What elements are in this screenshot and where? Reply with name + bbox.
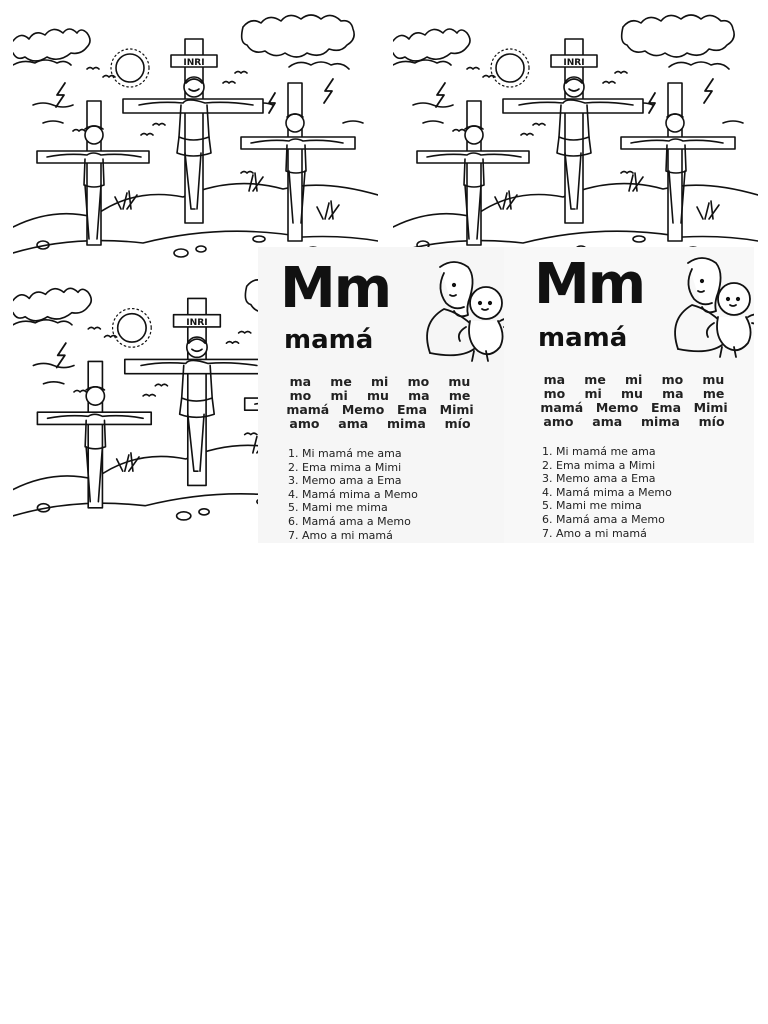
inri-sign: INRI: [563, 58, 584, 68]
big-letters: Mm: [534, 252, 646, 317]
sentence: 6. Mamá ama a Memo: [542, 512, 665, 526]
syllable-row: ma me mi mo mu: [280, 375, 480, 389]
syllable: ma: [408, 388, 430, 403]
word: Ema: [651, 400, 682, 415]
word-row: amo ama mima mío: [280, 417, 480, 431]
word: Memo: [595, 400, 639, 415]
syllable: me: [330, 374, 352, 389]
sentence: 5. Mami me mima: [288, 501, 388, 515]
coloring-scene-crucifixion-2: INRI: [393, 13, 758, 259]
word: mima: [387, 416, 426, 431]
syllable: mo: [289, 388, 312, 403]
word: amo: [289, 416, 320, 431]
syllable-grid: ma me mi mo mu mo mi mu ma me mamá Memo …: [534, 373, 734, 429]
syllable: mu: [448, 374, 471, 389]
sentence: 2. Ema mima a Mimi: [542, 458, 656, 472]
inri-sign: INRI: [183, 58, 204, 68]
word: mima: [641, 414, 680, 429]
syllable: ma: [289, 374, 312, 389]
word: Mimi: [439, 402, 474, 417]
word: amo: [543, 414, 574, 429]
word-row: mamá Memo Ema Mimi: [280, 403, 480, 417]
syllable: mi: [625, 372, 643, 387]
sentence: 1. Mi mamá me ama: [542, 445, 656, 458]
syllable-row: mo mi mu ma me: [280, 389, 480, 403]
sentence: 6. Mamá ama a Memo: [288, 514, 411, 528]
crucifixion-illustration: INRI: [393, 14, 758, 258]
syllable: mi: [584, 386, 602, 401]
syllable: ma: [662, 386, 684, 401]
sentence: 5. Mami me mima: [542, 499, 642, 513]
key-word: mamá: [538, 323, 628, 353]
sentence: 7. Amo a mi mamá: [542, 526, 647, 540]
syllable: me: [702, 386, 725, 401]
syllable: mo: [543, 386, 566, 401]
word: ama: [338, 416, 369, 431]
syllable: mu: [366, 388, 389, 403]
crucifixion-illustration: INRI: [13, 14, 378, 258]
syllable: me: [584, 372, 606, 387]
key-word: mamá: [284, 325, 374, 355]
word-row: amo ama mima mío: [534, 415, 734, 429]
syllable: mo: [661, 372, 684, 387]
syllable-grid: ma me mi mo mu mo mi mu ma me mamá Memo …: [280, 375, 480, 431]
big-letters: Mm: [280, 256, 392, 321]
syllable: me: [448, 388, 471, 403]
coloring-scene-crucifixion-1: INRI: [13, 13, 378, 259]
coloring-scene-crucifixion-3: INRI: [13, 272, 258, 522]
sentence: 1. Mi mamá me ama: [288, 447, 402, 460]
mother-baby-icon: [674, 257, 754, 358]
syllable: mo: [407, 374, 430, 389]
word-row: mamá Memo Ema Mimi: [534, 401, 734, 415]
word: ama: [592, 414, 623, 429]
syllable: mi: [330, 388, 348, 403]
syllable-row: mo mi mu ma me: [534, 387, 734, 401]
word: Ema: [397, 402, 428, 417]
sentence: 3. Memo ama a Ema: [542, 472, 656, 486]
sentence: 7. Amo a mi mamá: [288, 528, 393, 542]
syllable: mi: [371, 374, 389, 389]
word: mío: [444, 416, 471, 431]
sentence: 4. Mamá mima a Memo: [542, 485, 672, 499]
syllable: mu: [702, 372, 725, 387]
sentence-list: 1. Mi mamá me ama 2. Ema mima a Mimi 3. …: [542, 445, 672, 540]
sentence-list: 1. Mi mamá me ama 2. Ema mima a Mimi 3. …: [288, 447, 418, 542]
inri-sign: INRI: [186, 318, 207, 328]
sentence: 2. Ema mima a Mimi: [288, 460, 402, 474]
word: mamá: [286, 402, 330, 417]
mother-baby-icon: [426, 261, 504, 362]
word: mío: [698, 414, 725, 429]
sentence: 4. Mamá mima a Memo: [288, 487, 418, 501]
crucifixion-illustration: INRI: [13, 273, 258, 521]
letter-m-card-1: Mm mamá ma me mi mo mu mo mi mu ma me ma…: [258, 247, 504, 543]
word: Memo: [341, 402, 385, 417]
syllable: ma: [543, 372, 566, 387]
word: Mimi: [693, 400, 728, 415]
sentence: 3. Memo ama a Ema: [288, 474, 402, 488]
syllable: mu: [620, 386, 643, 401]
letter-m-card-2: Mm mamá ma me mi mo mu mo mi mu ma me ma…: [504, 247, 754, 543]
word: mamá: [540, 400, 584, 415]
syllable-row: ma me mi mo mu: [534, 373, 734, 387]
